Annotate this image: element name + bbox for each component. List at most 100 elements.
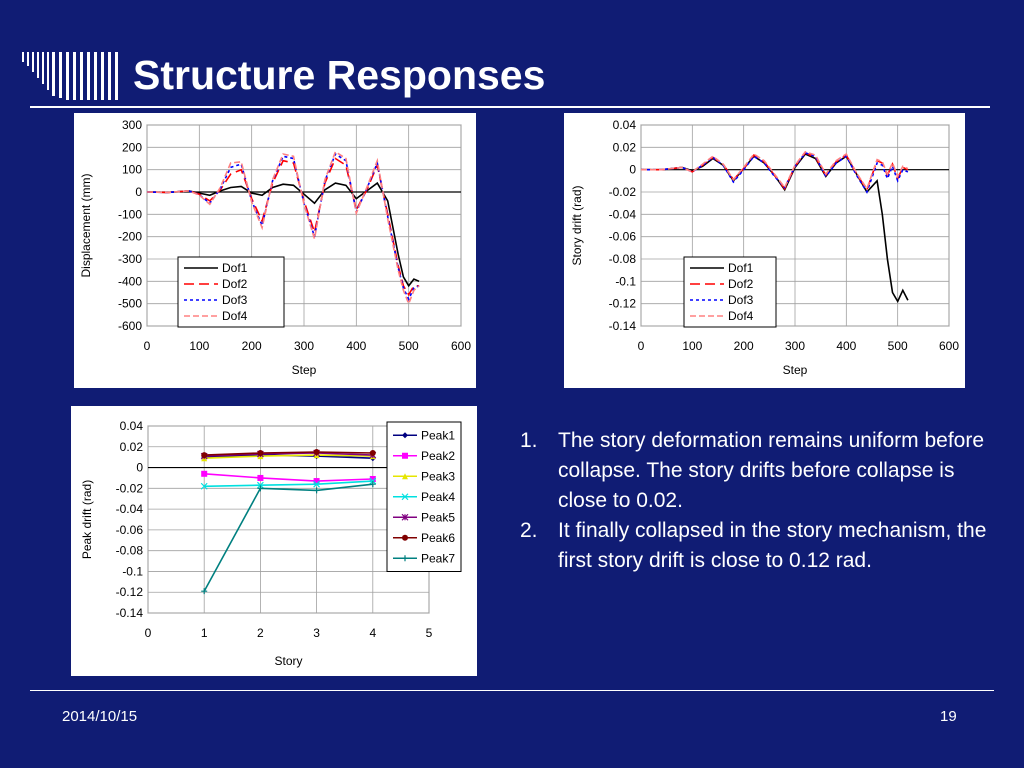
x-tick-label: 3 [313, 626, 320, 640]
series-line-dof3 [641, 151, 909, 194]
title-divider [30, 106, 990, 108]
series-line-peak4 [204, 480, 373, 488]
legend-marker [402, 473, 408, 480]
data-point-peak7 [201, 588, 208, 595]
legend-label: Dof1 [222, 261, 248, 275]
legend-marker [402, 534, 408, 541]
y-tick-label: -0.06 [609, 230, 637, 244]
y-tick-label: -0.08 [609, 252, 637, 266]
series-line-peak5 [204, 452, 373, 457]
data-point-peak7 [313, 487, 320, 494]
x-tick-label: 100 [189, 339, 209, 353]
y-tick-label: 0.04 [613, 118, 637, 132]
legend-label: Peak2 [421, 449, 455, 463]
data-point-peak7 [257, 485, 264, 492]
y-tick-label: -0.02 [609, 185, 637, 199]
list-item-text: It finally collapsed in the story mechan… [558, 519, 987, 572]
list-item-number: 1. [520, 429, 538, 452]
legend-label: Dof2 [222, 277, 248, 291]
y-tick-label: -0.1 [615, 274, 636, 288]
y-axis-label: Story drift (rad) [570, 185, 584, 265]
legend-label: Dof1 [728, 261, 754, 275]
data-point-peak2 [201, 470, 208, 477]
series-line-peak6 [204, 451, 373, 456]
x-tick-label: 400 [836, 339, 856, 353]
list-item: 2. It finally collapsed in the story mec… [520, 516, 990, 576]
story-drift-chart: 0.040.020-0.02-0.04-0.06-0.08-0.1-0.12-0… [570, 118, 959, 377]
x-tick-label: 300 [294, 339, 314, 353]
legend-label: Peak1 [421, 428, 455, 442]
data-point-peak4 [256, 481, 264, 489]
x-tick-label: 600 [939, 339, 959, 353]
y-tick-label: -0.08 [116, 544, 144, 558]
legend-label: Dof3 [728, 293, 754, 307]
legend-label: Dof3 [222, 293, 248, 307]
data-point-peak4 [313, 480, 321, 488]
legend-label: Peak5 [421, 510, 455, 524]
series-line-peak3 [204, 454, 373, 459]
legend-label: Dof4 [728, 309, 754, 323]
x-tick-label: 0 [145, 626, 152, 640]
data-point-peak2 [313, 478, 320, 485]
y-tick-label: 0.04 [120, 419, 144, 433]
bullet-list: 1. The story deformation remains uniform… [520, 426, 990, 576]
y-axis-label: Peak drift (rad) [80, 480, 94, 559]
data-point-peak6 [201, 452, 208, 459]
x-tick-label: 0 [638, 339, 645, 353]
y-tick-label: 0 [136, 461, 143, 475]
y-tick-label: -100 [118, 207, 142, 221]
data-point-peak2 [257, 474, 264, 481]
data-point-peak6 [257, 450, 264, 457]
x-tick-label: 500 [888, 339, 908, 353]
x-axis-label: Step [292, 363, 317, 377]
x-tick-label: 300 [785, 339, 805, 353]
legend-label: Peak6 [421, 531, 455, 545]
page-number: 19 [940, 708, 957, 725]
data-point-peak4 [200, 482, 208, 490]
legend-label: Dof2 [728, 277, 754, 291]
x-axis-label: Story [274, 654, 302, 668]
data-point-peak6 [313, 448, 320, 455]
data-point-peak6 [369, 450, 376, 457]
series-line-peak2 [204, 473, 373, 482]
x-tick-label: 5 [426, 626, 433, 640]
series-line-dof4 [146, 150, 420, 306]
y-tick-label: -0.06 [116, 523, 144, 537]
legend-marker [401, 513, 409, 521]
y-tick-label: -0.04 [609, 207, 637, 221]
y-tick-label: -0.12 [609, 297, 637, 311]
list-item-number: 2. [520, 519, 538, 542]
legend-label: Peak4 [421, 490, 455, 504]
x-tick-label: 2 [257, 626, 264, 640]
y-tick-label: 200 [122, 140, 142, 154]
legend-marker [401, 493, 409, 501]
data-point-peak4 [369, 477, 377, 485]
y-axis-label: Displacement (mm) [79, 173, 93, 277]
legend-marker [402, 452, 408, 459]
y-tick-label: 0 [135, 185, 142, 199]
y-tick-label: 0.02 [120, 440, 144, 454]
x-tick-label: 200 [734, 339, 754, 353]
y-tick-label: 0.02 [613, 140, 637, 154]
y-tick-label: -200 [118, 230, 142, 244]
y-tick-label: -400 [118, 274, 142, 288]
list-item-text: The story deformation remains uniform be… [558, 429, 985, 512]
x-tick-label: 600 [451, 339, 471, 353]
x-tick-label: 4 [369, 626, 376, 640]
y-tick-label: -0.14 [116, 606, 144, 620]
data-point-peak2 [369, 475, 376, 482]
x-tick-label: 1 [201, 626, 208, 640]
plot-area [147, 425, 430, 614]
series-line-dof4 [641, 150, 909, 191]
x-tick-label: 500 [399, 339, 419, 353]
y-tick-label: -500 [118, 297, 142, 311]
y-tick-label: -0.02 [116, 481, 144, 495]
y-tick-label: 100 [122, 163, 142, 177]
series-line-peak7 [203, 483, 373, 592]
x-tick-label: 200 [242, 339, 262, 353]
legend-marker [402, 555, 408, 562]
y-tick-label: 0 [629, 163, 636, 177]
